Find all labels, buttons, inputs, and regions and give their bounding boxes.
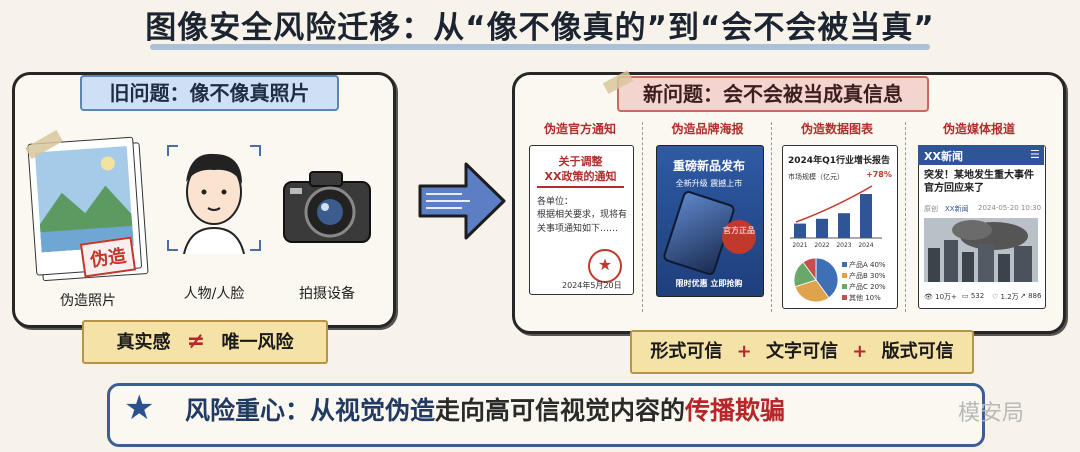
layout-credible: 版式可信: [881, 341, 954, 362]
poster-headline: 重磅新品发布: [672, 159, 745, 173]
star-icon: ★: [124, 388, 155, 428]
news-photo: [924, 218, 1038, 282]
legend-item: 产品B 30%: [849, 272, 886, 280]
pie-slice: [815, 257, 839, 299]
share-count: ↗ 886: [1020, 292, 1042, 300]
right-footer: 形式可信 + 文字可信 + 版式可信: [630, 330, 974, 374]
menu-icon[interactable]: ☰: [1030, 148, 1040, 161]
x-tick-label: 2021: [792, 242, 807, 249]
legend-item: 产品A 40%: [849, 261, 886, 269]
face-label: 人物/人脸: [183, 286, 245, 302]
page-title: 图像安全风险迁移：从“像不像真的”到“会不会被当真”: [145, 10, 935, 46]
bottom-message: 风险重心：从视觉伪造走向高可信视觉内容的传播欺骗: [185, 391, 785, 427]
news-time: 2024-05-20 10:30: [978, 204, 1042, 212]
news-bar: [918, 145, 1044, 165]
bar: [860, 194, 872, 238]
report-title: 2024年Q1行业增长报告: [788, 156, 890, 166]
col-heading-chart: 伪造数据图表: [800, 122, 873, 136]
pie-slice: [794, 279, 830, 303]
left-footer: 真实感 ≠ 唯一风险: [82, 320, 328, 364]
col-heading-news: 伪造媒体报道: [942, 122, 1015, 136]
col-heading-notice: 伪造官方通知: [543, 122, 616, 136]
news-source: XX新闻: [945, 205, 969, 213]
new-problem-header: 新问题：会不会被当成真信息: [617, 76, 929, 112]
face-icon: [167, 145, 261, 255]
form-credible: 形式可信: [650, 341, 723, 362]
bottom-lead: 风险重心：从视觉伪造: [185, 396, 436, 425]
poster-badge: 官方正品: [722, 220, 756, 254]
growth-arrow: [795, 185, 873, 223]
fake-photo: [27, 136, 149, 283]
x-tick-label: 2023: [836, 242, 851, 249]
x-tick-label: 2022: [814, 242, 829, 249]
legend-item: 其他 10%: [849, 294, 881, 302]
x-tick-label: 2024: [858, 242, 873, 249]
notice-date: 2024年5月20日: [562, 281, 622, 290]
like-count: ♡ 1.2万: [992, 293, 1019, 301]
camera: [278, 160, 376, 250]
text-credible: 文字可信: [766, 341, 838, 362]
divider: [771, 122, 772, 312]
bar-chart: 2021 2022 2023 2024: [790, 185, 882, 303]
legend-swatch: [842, 295, 847, 300]
realism-text: 真实感: [116, 332, 171, 353]
divider: [905, 122, 906, 312]
bar: [794, 223, 806, 238]
notice-rule: [537, 186, 624, 188]
landscape-photo-icon: [34, 146, 134, 253]
poster-sub: 全新升级 震撼上市: [675, 179, 743, 188]
camera-label: 拍摄设备: [299, 286, 355, 302]
bar-axis-label: 市场规模（亿元）: [788, 173, 844, 181]
bottom-banner: [107, 383, 985, 447]
news-brand: XX新闻: [924, 150, 963, 163]
plus-sign: +: [736, 341, 752, 362]
notice-title-1: 关于调整: [558, 155, 603, 168]
transition-arrow: [418, 156, 506, 246]
legend-swatch: [842, 262, 847, 267]
divider: [642, 122, 643, 312]
bottom-end: 传播欺骗: [685, 396, 786, 425]
bar: [816, 218, 828, 238]
notice-greeting: 各单位：: [537, 197, 574, 207]
bar: [838, 213, 850, 238]
pie-slice: [802, 257, 817, 282]
only-risk-text: 唯一风险: [221, 332, 294, 353]
legend-swatch: [842, 284, 847, 289]
comment-count: ▭ 532: [962, 292, 985, 300]
notice-body: 根据相关要求，现将有关事项通知如下……: [537, 210, 628, 234]
legend-swatch: [842, 273, 847, 278]
bottom-mid: 走向高可信视觉内容的: [435, 396, 686, 425]
official-seal-icon: ★: [588, 249, 622, 283]
title-underline: [150, 44, 930, 50]
news-tag: 原创: [924, 205, 938, 213]
fake-stamp: 伪造: [79, 236, 137, 278]
old-problem-header: 旧问题：像不像真照片: [80, 75, 339, 111]
fake-photo-label: 伪造照片: [60, 293, 116, 309]
watermark: 模安局: [958, 401, 1025, 426]
plus-sign: +: [852, 341, 868, 362]
camera-icon: [283, 171, 371, 243]
notice-title-2: XX政策的通知: [544, 170, 617, 183]
news-headline: 突发！某地发生重大事件官方回应来了: [924, 170, 1034, 194]
right-arrow-icon: [418, 162, 506, 240]
not-equal-sign: ≠: [186, 329, 206, 354]
growth-label: +78%: [866, 170, 892, 179]
city-smoke-icon: [924, 218, 1038, 282]
person-face: [164, 142, 264, 255]
view-count: 👁 10万+: [924, 293, 957, 301]
legend-item: 产品C 20%: [849, 283, 886, 291]
col-heading-poster: 伪造品牌海报: [671, 122, 744, 136]
poster-cta: 限时优惠 立即抢购: [675, 279, 743, 288]
